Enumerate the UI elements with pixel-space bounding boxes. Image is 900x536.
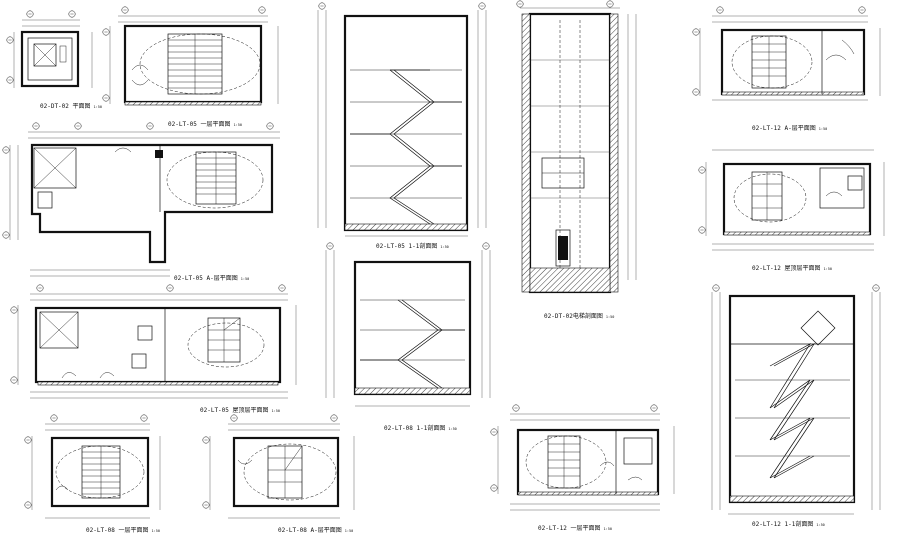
scale-note: 1:50	[816, 523, 824, 527]
scale-note: 1:50	[152, 529, 160, 533]
scale-note: 1:50	[272, 409, 280, 413]
scale-note: 1:50	[440, 245, 448, 249]
scale-note: 1:50	[345, 529, 353, 533]
scale-note: 1:50	[819, 127, 827, 131]
scale-note: 1:50	[604, 527, 612, 531]
scale-note: 1:50	[241, 277, 249, 281]
scale-note: 1:50	[606, 315, 614, 319]
scale-note: 1:50	[448, 427, 456, 431]
scale-note: 1:50	[94, 105, 102, 109]
scale-note: 1:50	[234, 123, 242, 127]
scale-note: 1:50	[824, 267, 832, 271]
